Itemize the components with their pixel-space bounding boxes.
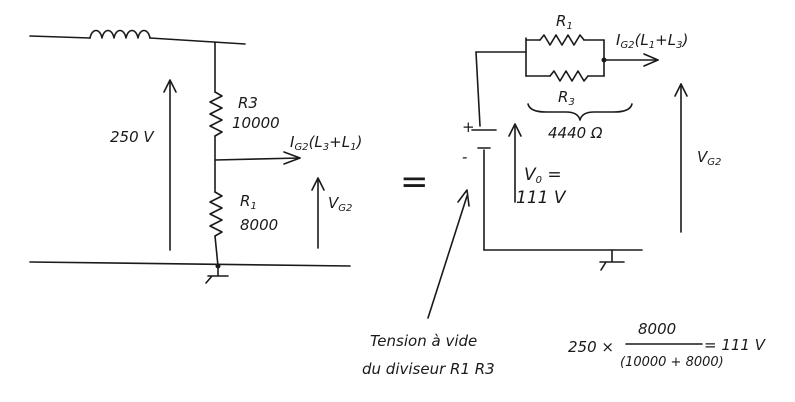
v0-label: V0 = bbox=[524, 165, 562, 186]
right-circuit: R1 R3 4440 Ω IG2(L1+L3) + - V0 = 111 V V… bbox=[462, 12, 721, 271]
resistor-icon bbox=[209, 91, 223, 137]
arrow-icon bbox=[311, 177, 325, 191]
r1-value-label: 8000 bbox=[240, 216, 278, 234]
annotation-line2: du diviseur R1 R3 bbox=[362, 360, 495, 378]
ground-icon bbox=[205, 265, 229, 284]
resistor-icon bbox=[549, 70, 589, 82]
arrow-icon bbox=[163, 79, 177, 93]
right-left-wire-top bbox=[475, 51, 481, 127]
arrow-icon bbox=[508, 123, 522, 137]
formula-result: = 111 V bbox=[704, 336, 767, 354]
resistor-icon bbox=[539, 34, 585, 46]
ground-icon bbox=[599, 249, 625, 271]
left-vertical-wire-bottom bbox=[214, 235, 219, 267]
annotation-line1: Tension à vide bbox=[370, 332, 477, 350]
r1-name-label: R1 bbox=[240, 192, 257, 212]
battery-minus-sign: - bbox=[462, 148, 467, 166]
left-circuit: 250 V R3 10000 R1 8000 IG2(L3+L1) VG2 bbox=[29, 29, 362, 284]
battery-plus-sign: + bbox=[462, 118, 475, 136]
left-top-wire-b bbox=[149, 37, 246, 45]
left-bottom-wire bbox=[29, 261, 351, 267]
left-top-wire-a bbox=[29, 35, 91, 39]
r3-value-label: 10000 bbox=[232, 114, 280, 132]
r3-name-label: R3 bbox=[238, 94, 258, 112]
right-r1-label: R1 bbox=[556, 12, 573, 32]
annotation: Tension à vide du diviseur R1 R3 bbox=[362, 189, 495, 378]
equals-sign: = bbox=[400, 162, 429, 202]
v0-value-label: 111 V bbox=[516, 188, 567, 208]
formula-prefix: 250 × bbox=[568, 338, 614, 356]
formula-denominator: (10000 + 8000) bbox=[620, 355, 724, 370]
brace-icon bbox=[527, 103, 633, 121]
inductor-icon bbox=[89, 29, 151, 39]
arrow-icon bbox=[674, 83, 688, 97]
source-voltage-label: 250 V bbox=[110, 128, 155, 146]
left-output-wire bbox=[214, 157, 301, 161]
right-r3-label: R3 bbox=[558, 88, 575, 108]
annotation-pointer-line bbox=[427, 195, 468, 319]
left-vg2-label: VG2 bbox=[328, 194, 352, 214]
formula-numerator: 8000 bbox=[638, 320, 676, 338]
right-current-label: IG2(L1+L3) bbox=[616, 31, 688, 51]
right-vg2-label: VG2 bbox=[697, 148, 721, 168]
arrow-icon bbox=[283, 151, 301, 165]
arrow-icon bbox=[643, 53, 659, 67]
arrow-icon bbox=[457, 189, 470, 207]
left-current-label: IG2(L3+L1) bbox=[290, 133, 362, 153]
resistor-icon bbox=[209, 191, 223, 237]
parallel-value-label: 4440 Ω bbox=[548, 124, 603, 142]
formula: 250 × 8000 (10000 + 8000) = 111 V bbox=[568, 320, 767, 370]
